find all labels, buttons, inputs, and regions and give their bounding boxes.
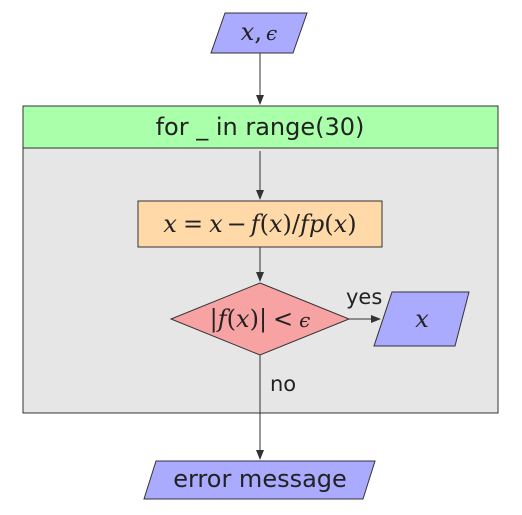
condition-abs-open: | bbox=[210, 305, 218, 334]
condition-epsilon: ϵ bbox=[299, 308, 310, 332]
update-node-label: x=x−f(x)/fp(x) bbox=[163, 210, 356, 238]
yes-label: yes bbox=[346, 285, 382, 309]
update-lhs: x bbox=[163, 210, 177, 238]
output-x-node bbox=[373, 291, 470, 347]
condition-rparen: ) bbox=[250, 305, 259, 333]
update-lparen-2: ( bbox=[324, 210, 333, 238]
condition-lparen: ( bbox=[227, 305, 236, 333]
condition-node-label: |f(x)|<ϵ bbox=[210, 305, 311, 334]
update-fp: fp bbox=[298, 210, 324, 238]
input-comma: , bbox=[254, 18, 262, 46]
condition-abs-close: | bbox=[259, 305, 267, 334]
error-node bbox=[143, 460, 376, 500]
update-lparen-1: ( bbox=[260, 210, 269, 238]
update-minus: − bbox=[227, 210, 247, 238]
update-x: x bbox=[209, 210, 223, 238]
output-x-label: x bbox=[415, 305, 429, 333]
input-var-epsilon: ϵ bbox=[266, 21, 277, 45]
input-var-x: x bbox=[241, 18, 255, 46]
loop-header-label: for _ in range(30) bbox=[156, 113, 365, 141]
condition-lt: < bbox=[273, 305, 293, 333]
error-node-label: error message bbox=[173, 465, 347, 493]
update-x1: x bbox=[269, 210, 283, 238]
input-node bbox=[210, 12, 308, 54]
update-slash: / bbox=[292, 210, 301, 238]
update-rparen-1: ) bbox=[283, 210, 292, 238]
loop-header bbox=[22, 105, 499, 149]
update-rparen-2: ) bbox=[347, 210, 356, 238]
input-node-label: x,ϵ bbox=[241, 18, 277, 46]
update-eq: = bbox=[183, 210, 203, 238]
no-label: no bbox=[270, 372, 296, 396]
condition-x: x bbox=[236, 305, 250, 333]
update-x2: x bbox=[334, 210, 348, 238]
